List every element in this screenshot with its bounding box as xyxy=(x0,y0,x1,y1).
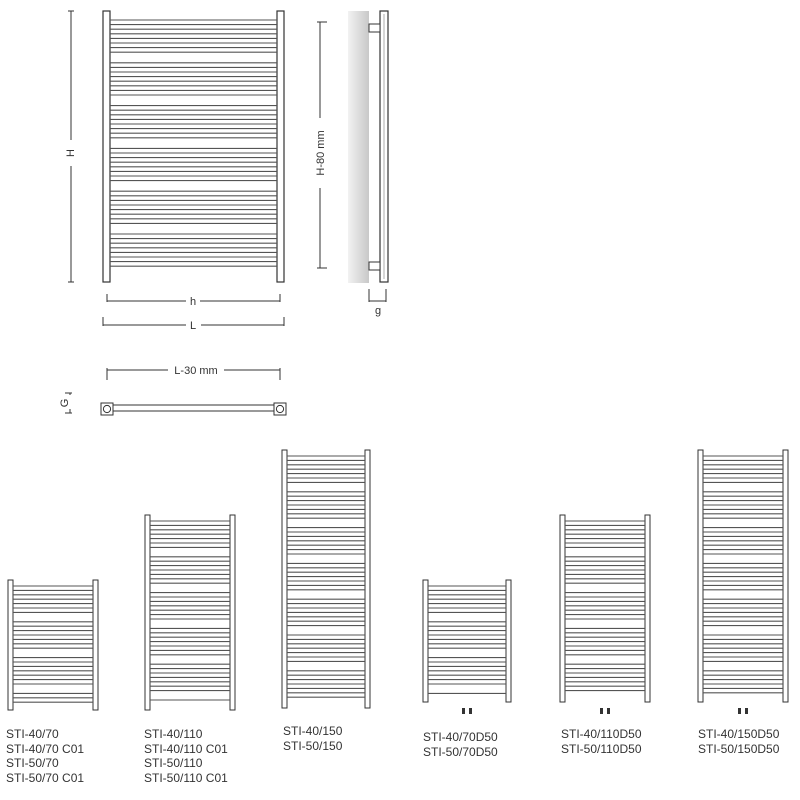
dimension-g xyxy=(368,289,387,302)
dimension-H-80 xyxy=(317,21,327,269)
thumb-left-upright xyxy=(281,449,288,709)
dimension-G-label: G xyxy=(59,399,71,408)
thumb-left-upright xyxy=(7,579,14,711)
front-rails xyxy=(110,19,277,267)
towel-rail-thumbnail xyxy=(144,514,236,711)
top-view xyxy=(100,402,287,416)
dimension-L xyxy=(102,317,285,326)
dimension-g-label: g xyxy=(375,305,381,317)
thumb-left-upright xyxy=(422,579,429,703)
model-thumbnails xyxy=(7,449,789,714)
thumb-right-upright xyxy=(229,514,236,711)
right-upright xyxy=(276,10,285,283)
model-code: STI-40/150 xyxy=(283,724,343,738)
model-code: STI-50/150 xyxy=(283,738,343,753)
towel-rail-thumbnail xyxy=(422,579,512,714)
top-bracket xyxy=(368,23,381,33)
dimension-L-30 xyxy=(106,368,281,380)
model-label-block: STI-40/150 STI-50/150 xyxy=(283,724,342,753)
model-code: STI-50/70 C01 xyxy=(6,770,85,785)
valve-right xyxy=(607,708,610,714)
dimension-H-80-label: H-80 mm xyxy=(315,130,327,175)
dimension-h xyxy=(106,294,281,302)
model-code: STI-40/70 xyxy=(6,727,59,741)
model-code: STI-50/150D50 xyxy=(698,741,780,756)
thumb-right-upright xyxy=(505,579,512,703)
model-label-block: STI-40/110 STI-40/110 C01 STI-50/110 STI… xyxy=(144,727,228,785)
dimension-L-30-label: L-30 mm xyxy=(174,365,217,377)
thumb-left-upright xyxy=(697,449,704,703)
model-code: STI-40/150D50 xyxy=(698,727,780,741)
model-code: STI-40/110 C01 xyxy=(144,741,228,756)
dimension-h-label: h xyxy=(190,296,196,308)
dimension-L-label: L xyxy=(190,320,196,332)
model-label-block: STI-40/150D50 STI-50/150D50 xyxy=(698,727,779,756)
model-label-block: STI-40/70 STI-40/70 C01 STI-50/70 STI-50… xyxy=(6,727,84,785)
wall xyxy=(348,11,369,283)
model-code: STI-50/70D50 xyxy=(423,744,498,759)
valve-left xyxy=(738,708,741,714)
thumb-right-upright xyxy=(364,449,371,709)
model-code: STI-50/70 xyxy=(6,756,59,770)
model-code: STI-40/70 C01 xyxy=(6,741,85,756)
towel-rail-thumbnail xyxy=(559,514,651,714)
model-code: STI-40/70D50 xyxy=(423,730,498,744)
dimension-G xyxy=(65,392,72,414)
towel-rail-thumbnail xyxy=(7,579,99,711)
valve-left xyxy=(462,708,465,714)
model-code: STI-50/110 C01 xyxy=(144,770,228,785)
model-label-block: STI-40/70D50 STI-50/70D50 xyxy=(423,730,498,759)
bottom-bracket xyxy=(368,261,381,271)
model-label-block: STI-40/110D50 STI-50/110D50 xyxy=(561,727,642,756)
model-code: STI-50/110 xyxy=(144,756,203,770)
model-code: STI-40/110D50 xyxy=(561,727,642,741)
side-view xyxy=(348,10,389,283)
front-elevation xyxy=(102,10,285,283)
towel-rail-thumbnail xyxy=(281,449,371,709)
model-code: STI-50/110D50 xyxy=(561,741,642,756)
dimension-H xyxy=(68,10,74,283)
valve-right xyxy=(745,708,748,714)
thumb-right-upright xyxy=(644,514,651,703)
thumb-right-upright xyxy=(782,449,789,703)
thumb-left-upright xyxy=(559,514,566,703)
towel-rail-thumbnail xyxy=(697,449,789,714)
valve-left xyxy=(600,708,603,714)
valve-right xyxy=(469,708,472,714)
model-code: STI-40/110 xyxy=(144,727,203,741)
left-upright xyxy=(102,10,111,283)
dimension-H-label: H xyxy=(65,149,77,157)
thumb-left-upright xyxy=(144,514,151,711)
thumb-right-upright xyxy=(92,579,99,711)
